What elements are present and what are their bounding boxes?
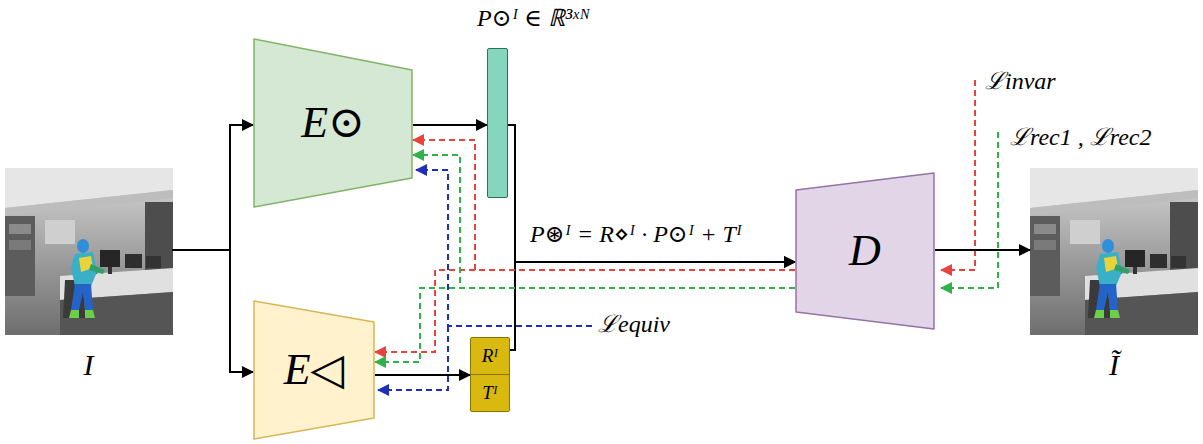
data-flow [413, 124, 487, 126]
loss-label: ℒinvar [985, 68, 1056, 94]
gradient-flow [375, 270, 795, 352]
gradient-flow [413, 155, 795, 288]
data-flow [510, 262, 795, 350]
loss-label: ℒrec1 , ℒrec2 [1010, 124, 1152, 150]
invar-leader [941, 80, 975, 270]
equiv-leader [378, 326, 448, 390]
rec-leader [941, 132, 998, 288]
pose-cell: Tᴵ [471, 375, 509, 411]
data-flow [172, 125, 253, 250]
data-flow [375, 374, 470, 376]
latent-bar: P⊙ᴵ ∈ ℝ³ˣᴺ [487, 48, 508, 198]
input-photo [5, 168, 173, 335]
pose-symbol: Rᴵ [482, 346, 499, 367]
loss-label: ℒequiv [598, 311, 670, 337]
image-label: I [84, 348, 94, 381]
data-flow [172, 250, 253, 372]
gradient-flow [413, 140, 795, 270]
output-photo [1030, 168, 1198, 335]
module-name: E◁ [284, 346, 345, 394]
module-name: E⊙ [301, 99, 365, 147]
pose-cell: Rᴵ [471, 338, 509, 375]
data-flow [935, 249, 1030, 251]
output-image: Ĩ [1030, 168, 1198, 335]
input-image: I [5, 168, 172, 335]
encoder-trapezoid: E⊙ [253, 38, 413, 208]
pose-symbol: Tᴵ [482, 383, 498, 404]
decoder-trapezoid: D [795, 172, 935, 330]
image-label: Ĩ [1109, 348, 1119, 381]
latent-heading: P⊙ᴵ ∈ ℝ³ˣᴺ [477, 5, 590, 31]
encoder-trapezoid: E◁ [253, 300, 375, 440]
equation-label: P⊛ᴵ = R⋄ᴵ · P⊙ᴵ + Tᴵ [527, 221, 745, 247]
data-flow [508, 125, 795, 262]
gradient-flow [375, 288, 795, 362]
pose-box: RᴵTᴵ [470, 337, 510, 412]
module-name: D [849, 227, 881, 275]
